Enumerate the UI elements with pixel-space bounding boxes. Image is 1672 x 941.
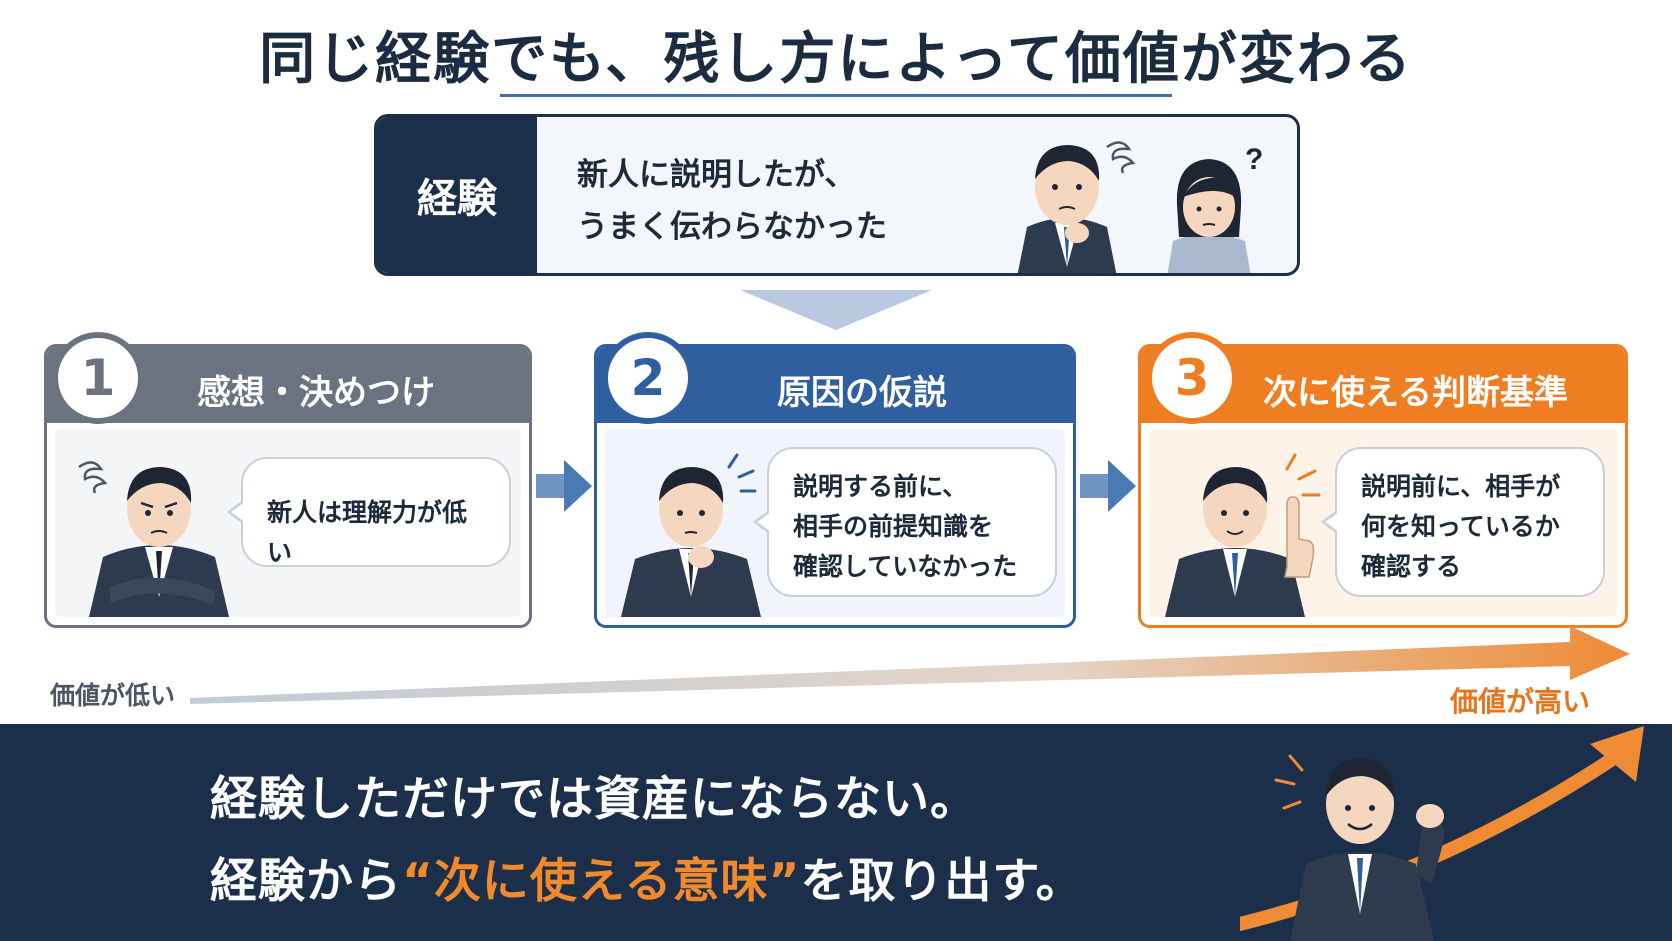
experience-text: 新人に説明したが、 うまく伝わらなかった — [577, 149, 977, 253]
arrow-right-icon — [1080, 460, 1136, 512]
confusion-scribble-icon — [78, 461, 108, 494]
speech-bubble-3: 説明前に、相手が 何を知っているか 確認する — [1321, 447, 1605, 597]
banner-highlight: “次に使える意味” — [402, 854, 801, 909]
confusion-scribble-icon — [1106, 141, 1136, 174]
speech-bubble-2: 説明する前に、 相手の前提知識を 確認していなかった — [753, 447, 1057, 597]
step-number-3: 3 — [1146, 332, 1238, 424]
step-body-3: 説明前に、相手が 何を知っているか 確認する — [1149, 429, 1617, 617]
value-high-label: 価値が高い — [1450, 685, 1591, 718]
bubble-3-line-1: 説明前に、相手が — [1361, 472, 1561, 501]
step-title-2: 原因の仮説 — [777, 373, 947, 413]
step-number-2: 2 — [602, 332, 694, 424]
bubble-2-line-2: 相手の前提知識を — [793, 512, 994, 541]
page-title: 同じ経験でも、残し方によって価値が変わる — [259, 27, 1413, 92]
step-number-1: 1 — [52, 332, 144, 424]
step-body-1: 新人は理解力が低い — [55, 429, 521, 617]
idea-spark-icon — [1285, 453, 1321, 497]
bottom-banner: 経験しただけでは資産にならない。 経験から“次に使える意味”を取り出す。 — [0, 724, 1672, 941]
experience-box: 経験 新人に説明したが、 うまく伝わらなかった ? — [374, 114, 1300, 276]
step-title-1: 感想・決めつけ — [197, 373, 435, 413]
idea-spark-icon — [727, 453, 757, 493]
experience-label: 経験 — [377, 117, 537, 273]
thinking-man-illustration — [621, 453, 761, 617]
arrow-down-icon — [740, 290, 932, 330]
bubble-3-line-3: 確認する — [1361, 552, 1462, 581]
experience-line-1: 新人に説明したが、 — [577, 157, 856, 193]
banner-line-2-prefix: 経験から — [210, 854, 402, 909]
step-body-2: 説明する前に、 相手の前提知識を 確認していなかった — [605, 429, 1065, 617]
bubble-2-line-3: 確認していなかった — [793, 552, 1018, 581]
confident-man-growth-illustration — [1240, 726, 1644, 941]
value-gradient-arrow — [190, 626, 1630, 704]
speech-bubble-1: 新人は理解力が低い — [227, 457, 511, 567]
arrow-right-icon — [536, 460, 592, 512]
title-underline — [500, 94, 1172, 97]
banner-line-2: 経験から“次に使える意味”を取り出す。 — [210, 842, 1084, 911]
banner-line-1: 経験しただけでは資産にならない。 — [210, 772, 978, 827]
bubble-3-line-2: 何を知っているか — [1361, 512, 1560, 541]
bubble-1-line-1: 新人は理解力が低い — [267, 498, 468, 567]
question-icon: ? — [1245, 143, 1263, 176]
step-card-1: 感想・決めつけ 新人は理解力が低い — [44, 344, 532, 628]
step-title-3: 次に使える判断基準 — [1263, 373, 1568, 413]
banner-line-2-suffix: を取り出す。 — [800, 854, 1084, 909]
confused-people-illustration: ? — [1017, 141, 1263, 273]
bubble-2-line-1: 説明する前に、 — [793, 472, 968, 501]
experience-line-2: うまく伝わらなかった — [577, 209, 887, 245]
pointing-man-illustration — [1165, 453, 1321, 617]
value-low-label: 価値が低い — [50, 681, 176, 710]
arms-crossed-man-illustration — [78, 461, 229, 617]
